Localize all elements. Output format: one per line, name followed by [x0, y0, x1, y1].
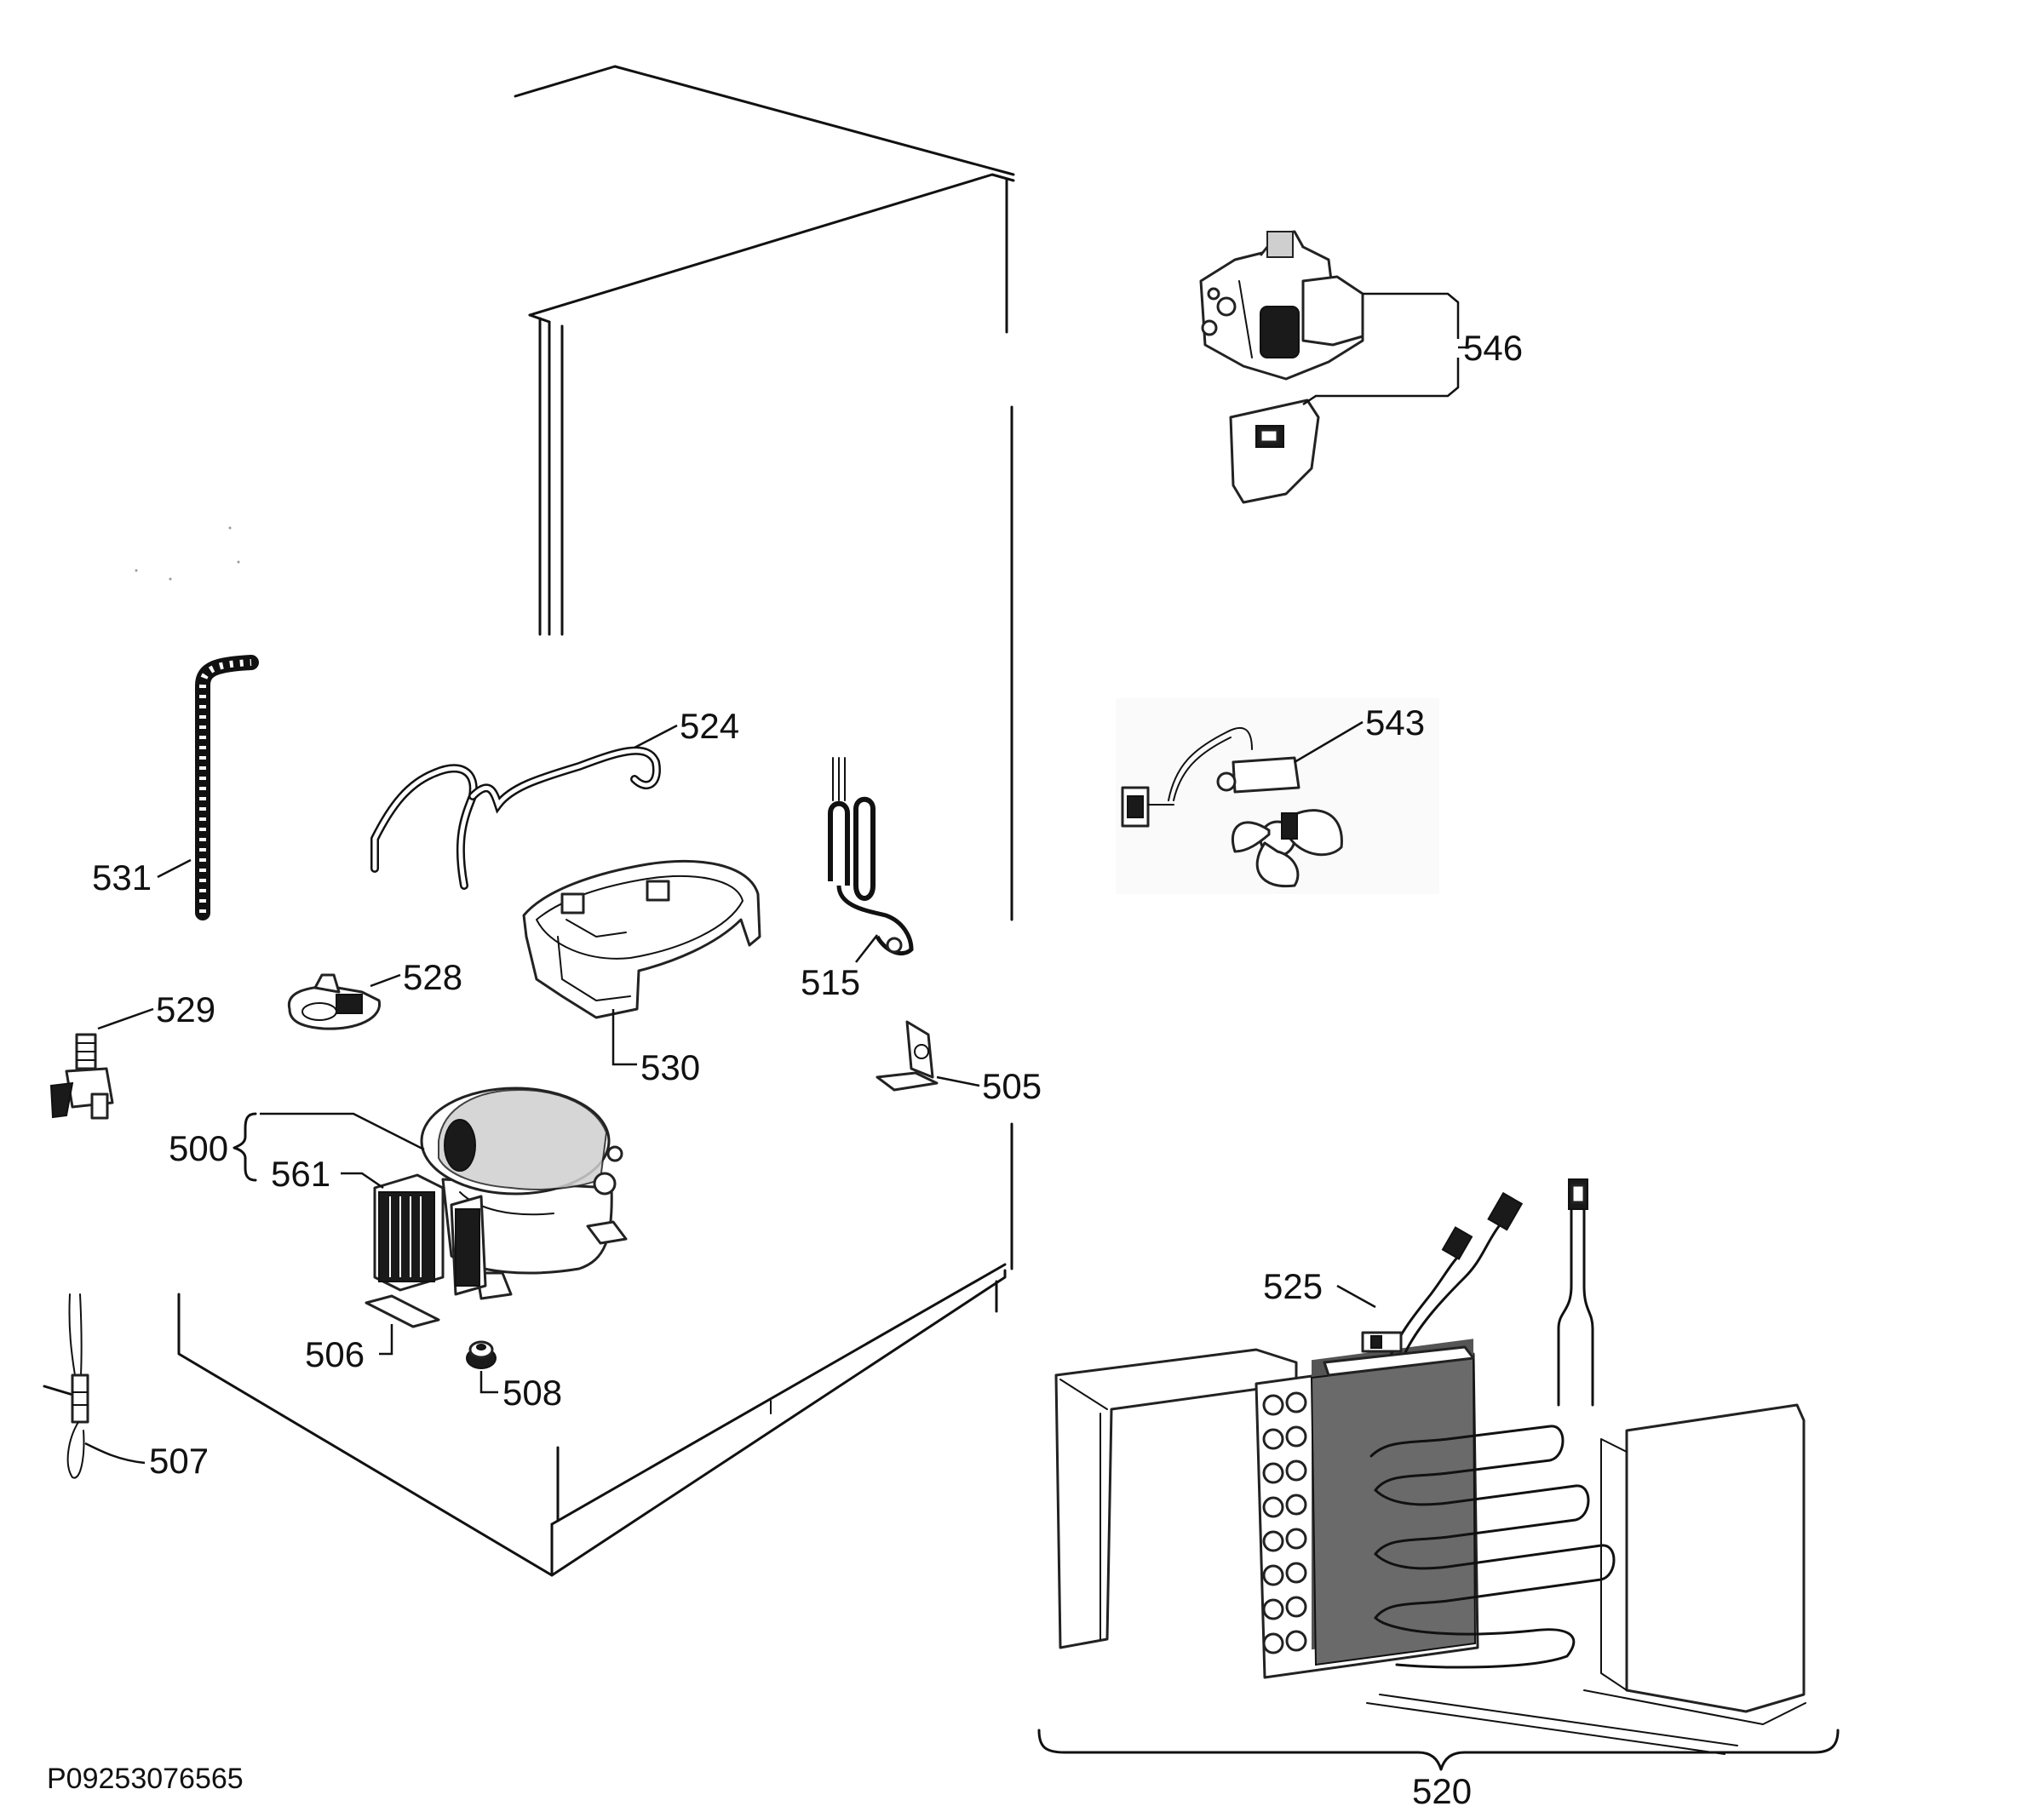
callout-543: 543	[1365, 702, 1425, 743]
evaporator-tube-ends	[1262, 1391, 1307, 1654]
leader-546-top	[1363, 292, 1460, 339]
leader-561	[341, 1172, 384, 1190]
leader-505	[936, 1075, 980, 1087]
leader-529	[97, 1007, 154, 1030]
leader-525	[1336, 1284, 1376, 1309]
leader-546-bottom	[1302, 358, 1460, 406]
callout-529: 529	[156, 989, 215, 1029]
leader-515	[855, 934, 878, 963]
leader-531	[157, 858, 192, 879]
tube-part	[370, 746, 661, 890]
document-number: P09253076565	[47, 1763, 244, 1795]
callout-508: 508	[502, 1373, 562, 1413]
evaporator-assembly-part	[1054, 1178, 1806, 1755]
relay-part	[373, 1173, 487, 1296]
plate-part	[365, 1294, 440, 1328]
cabinet-outline	[135, 65, 1015, 1577]
callout-515: 515	[801, 962, 860, 1002]
bracket-part	[287, 973, 381, 1030]
brace-520	[1037, 1729, 1840, 1771]
fan-motor-part	[1116, 698, 1439, 894]
callout-561: 561	[271, 1154, 330, 1194]
callout-506: 506	[305, 1334, 365, 1374]
drip-tray-part	[522, 859, 761, 1019]
callout-520: 520	[1412, 1771, 1472, 1811]
clip-part	[876, 1020, 939, 1092]
leader-528	[370, 973, 401, 988]
leader-508	[479, 1371, 498, 1394]
leader-543	[1294, 720, 1364, 764]
callout-524: 524	[680, 706, 739, 746]
grommet-part	[466, 1340, 497, 1369]
compressor-part	[420, 1087, 628, 1300]
leader-524	[634, 724, 678, 749]
callout-531: 531	[92, 857, 152, 897]
control-unit-part	[1199, 230, 1364, 504]
leader-500	[260, 1112, 425, 1151]
callout-546: 546	[1463, 328, 1523, 368]
callout-500: 500	[169, 1128, 228, 1168]
heater-part	[828, 757, 914, 955]
sensor-part	[43, 1293, 89, 1479]
leader-507	[84, 1442, 146, 1465]
leader-506	[379, 1324, 393, 1356]
valve-part	[49, 1033, 114, 1120]
brace-500	[233, 1112, 257, 1182]
callout-525: 525	[1263, 1266, 1323, 1306]
leader-530	[611, 1009, 637, 1066]
callout-507: 507	[149, 1441, 209, 1481]
evaporator-coil-fins	[1310, 1356, 1477, 1666]
drain-hose-part	[195, 655, 259, 920]
callout-528: 528	[403, 957, 462, 997]
callout-530: 530	[640, 1047, 700, 1087]
callout-505: 505	[982, 1066, 1042, 1106]
